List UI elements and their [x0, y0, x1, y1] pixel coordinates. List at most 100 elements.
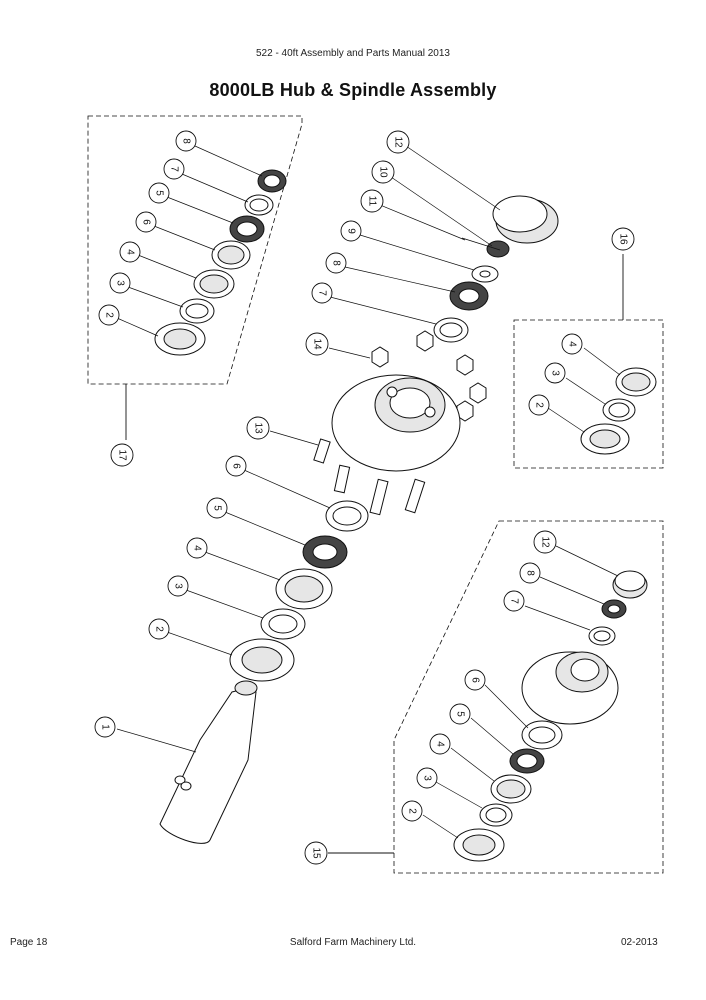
callout-13: 13 — [246, 416, 270, 440]
callout-label: 11 — [367, 196, 378, 207]
callout-label: 3 — [173, 583, 184, 589]
callout-label: 2 — [534, 402, 545, 408]
callout-label: 4 — [567, 341, 578, 347]
callout-2: 2 — [98, 304, 120, 326]
callout-circle — [503, 590, 525, 612]
callout-circle — [533, 530, 557, 554]
callout-4: 4 — [429, 733, 451, 755]
callout-label: 4 — [435, 741, 446, 747]
callout-circle — [119, 241, 141, 263]
callout-12: 12 — [533, 530, 557, 554]
footer-page-number: Page 18 — [10, 937, 48, 948]
callout-circle — [325, 252, 347, 274]
callout-3: 3 — [109, 272, 131, 294]
callout-circle — [148, 618, 170, 640]
callout-17: 17 — [110, 443, 134, 467]
callout-circle — [544, 362, 566, 384]
callout-4: 4 — [186, 537, 208, 559]
callout-label: 12 — [540, 536, 551, 548]
callout-label: 8 — [331, 260, 342, 266]
callout-circle — [371, 160, 395, 184]
callout-circle — [340, 220, 362, 242]
callout-circle — [148, 182, 170, 204]
callout-circle — [175, 130, 197, 152]
footer-company: Salford Farm Machinery Ltd. — [289, 937, 417, 948]
callout-16: 16 — [611, 227, 635, 251]
callout-circle — [611, 227, 635, 251]
callout-5: 5 — [449, 703, 471, 725]
callout-circle — [246, 416, 270, 440]
callout-label: 15 — [311, 847, 322, 859]
callout-8: 8 — [519, 562, 541, 584]
callout-8: 8 — [175, 130, 197, 152]
callout-circle — [561, 333, 583, 355]
callout-5: 5 — [148, 182, 170, 204]
callout-circle — [98, 304, 120, 326]
callout-circle — [311, 282, 333, 304]
callout-6: 6 — [225, 455, 247, 477]
callout-circle — [304, 841, 328, 865]
callout-label: 10 — [378, 166, 389, 178]
callout-label: 7 — [317, 290, 328, 296]
main-assembly-parts — [159, 195, 559, 844]
callout-label: 14 — [312, 338, 323, 350]
callout-4: 4 — [119, 241, 141, 263]
callout-label: 3 — [422, 775, 433, 781]
callout-label: 16 — [618, 233, 629, 245]
callout-12: 12 — [386, 130, 410, 154]
callout-7: 7 — [163, 158, 185, 180]
callout-label: 17 — [117, 449, 128, 461]
callout-10: 10 — [371, 160, 395, 184]
callout-4: 4 — [561, 333, 583, 355]
callout-circle — [163, 158, 185, 180]
callout-label: 12 — [393, 136, 404, 148]
callout-3: 3 — [416, 767, 438, 789]
callout-circle — [386, 130, 410, 154]
callout-label: 4 — [125, 249, 136, 255]
callout-2: 2 — [528, 394, 550, 416]
callout-label: 1 — [100, 724, 111, 730]
group-15-box — [328, 520, 664, 874]
callout-circle — [464, 669, 486, 691]
callout-7: 7 — [503, 590, 525, 612]
callout-circle — [94, 716, 116, 738]
callout-label: 2 — [154, 626, 165, 632]
callout-3: 3 — [167, 575, 189, 597]
callout-6: 6 — [464, 669, 486, 691]
callout-bubbles: 8 7 5 6 4 3 2 17 12 10 11 9 8 7 14 13 6 5 4 3 2 1 16 4 3 2 12 8 7 6 5 4… — [94, 130, 635, 865]
callout-2: 2 — [148, 618, 170, 640]
callout-label: 8 — [181, 138, 192, 144]
callout-circle — [110, 443, 134, 467]
callout-circle — [416, 767, 438, 789]
callout-3: 3 — [544, 362, 566, 384]
callout-circle — [206, 497, 228, 519]
callout-label: 5 — [455, 711, 466, 717]
callout-5: 5 — [206, 497, 228, 519]
page-title: 8000LB Hub & Spindle Assembly — [209, 80, 497, 100]
callout-circle — [225, 455, 247, 477]
callout-11: 11 — [360, 189, 384, 213]
manual-header: 522 - 40ft Assembly and Parts Manual 201… — [255, 48, 450, 59]
callout-label: 7 — [169, 166, 180, 172]
group-16-box — [513, 254, 664, 469]
callout-circle — [186, 537, 208, 559]
callout-circle — [109, 272, 131, 294]
callout-label: 13 — [253, 422, 264, 434]
callout-label: 5 — [212, 505, 223, 511]
callout-9: 9 — [340, 220, 362, 242]
callout-circle — [429, 733, 451, 755]
group-15-parts — [453, 570, 648, 862]
callout-circle — [401, 800, 423, 822]
callout-label: 2 — [407, 808, 418, 814]
callout-label: 3 — [550, 370, 561, 376]
callout-label: 6 — [470, 677, 481, 683]
callout-6: 6 — [135, 211, 157, 233]
callout-circle — [135, 211, 157, 233]
group-17-box — [87, 115, 303, 440]
callout-14: 14 — [305, 332, 329, 356]
callout-label: 2 — [104, 312, 115, 318]
callout-label: 8 — [525, 570, 536, 576]
callout-7: 7 — [311, 282, 333, 304]
footer-date: 02-2013 — [621, 937, 658, 948]
